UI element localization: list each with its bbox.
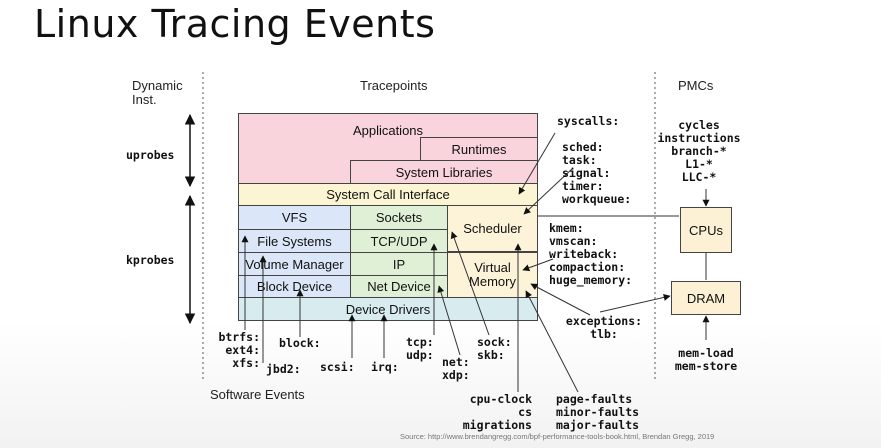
tracepoint-item: writeback: — [549, 247, 619, 261]
tracepoints-header: Tracepoints — [360, 78, 428, 93]
block-device-box: Block Device — [238, 275, 350, 298]
tlb-dram-arrow — [599, 293, 671, 313]
dynamic-inst-line: Dynamic — [132, 78, 183, 93]
software-event-item: page-faults — [556, 392, 633, 406]
tracepoint-item: huge_memory: — [549, 273, 633, 287]
tracepoint-item: compaction: — [549, 260, 626, 274]
sched-group-label: sched: task: signal: timer: workqueue: — [562, 141, 631, 206]
dynamic-inst-header: Dynamic Inst. — [132, 79, 183, 107]
tracepoint-item: ext4: — [225, 343, 260, 357]
software-events-header: Software Events — [210, 387, 305, 402]
tracepoint-item: sched: — [562, 140, 604, 154]
tcp-udp-box: TCP/UDP — [350, 229, 448, 252]
ip-box: IP — [350, 252, 448, 275]
pmc-item: mem-store — [674, 359, 738, 373]
tracepoint-item: xdp: — [442, 368, 470, 382]
slide-title: Linux Tracing Events — [34, 2, 436, 46]
virtual-memory-line: Memory — [469, 274, 516, 289]
software-event-item: major-faults — [556, 418, 640, 432]
virtual-memory-line: Virtual — [474, 260, 511, 275]
runtimes-box: Runtimes — [420, 137, 538, 160]
pmc-item: instructions — [657, 131, 741, 145]
scheduler-box: Scheduler — [448, 206, 538, 252]
software-events-right: page-faults minor-faults major-faults — [556, 393, 639, 432]
syscalls-label: syscalls: — [557, 114, 620, 128]
tracepoint-item: xfs: — [232, 356, 260, 370]
tracepoint-item: tlb: — [590, 327, 618, 341]
page-faults-arrow — [525, 290, 579, 393]
software-event-item: minor-faults — [556, 405, 640, 419]
tracepoint-item: udp: — [406, 348, 434, 362]
net-device-box: Net Device — [350, 275, 448, 298]
software-event-item: cpu-clock — [469, 392, 532, 406]
device-drivers-box: Device Drivers — [238, 298, 538, 321]
tracepoint-item: kmem: — [549, 221, 584, 235]
pmc-item: mem-load — [678, 346, 734, 360]
mm-group-label: kmem: vmscan: writeback: compaction: hug… — [549, 222, 632, 287]
mm-arrow — [522, 258, 554, 272]
system-libraries-box: System Libraries — [350, 160, 538, 183]
pmc-item: L1-* — [685, 157, 713, 171]
pmc-item: cycles — [678, 118, 720, 132]
sock-skb-arrow — [450, 231, 490, 336]
software-event-item: migrations — [462, 418, 532, 432]
vfs-box: VFS — [238, 206, 350, 229]
kprobes-label: kprobes — [126, 253, 175, 267]
net-xdp-arrow — [437, 285, 461, 356]
sched-arrow — [523, 167, 574, 215]
tracepoint-item: vmscan: — [549, 234, 598, 248]
exceptions-tlb-label: exceptions: tlb: — [552, 315, 656, 341]
sock-skb-label: sock: skb: — [477, 336, 512, 362]
tracepoint-item: workqueue: — [562, 192, 632, 206]
source-citation: Source: http://www.brendangregg.com/bpf-… — [400, 432, 715, 441]
volume-manager-box: Volume Manager — [238, 252, 350, 275]
sockets-box: Sockets — [350, 206, 448, 229]
virtual-memory-box: Virtual Memory — [448, 252, 538, 298]
system-call-interface-box: System Call Interface — [238, 183, 538, 206]
tracepoint-item: signal: — [562, 166, 611, 180]
tracepoint-item: timer: — [562, 179, 604, 193]
exceptions-arrow — [530, 283, 591, 316]
tracepoint-item: task: — [562, 153, 597, 167]
fs-group-label: btrfs: ext4: xfs: — [196, 331, 260, 370]
dynamic-inst-line: Inst. — [132, 92, 157, 107]
pmc-events-label: cycles instructions branch-* L1-* LLC-* — [644, 119, 754, 184]
tracepoint-item: sock: — [477, 335, 512, 349]
software-event-item: cs — [518, 405, 532, 419]
irq-label: irq: — [371, 360, 399, 374]
tracepoint-item: btrfs: — [218, 330, 260, 344]
uprobes-label: uprobes — [126, 148, 175, 162]
jbd2-label: jbd2: — [266, 362, 301, 376]
tracepoint-item: exceptions: — [565, 314, 643, 328]
tracepoint-item: skb: — [477, 348, 505, 362]
scsi-label: scsi: — [320, 360, 355, 374]
syscalls-arrow — [518, 132, 556, 195]
cpus-box: CPUs — [680, 207, 732, 253]
dram-box: DRAM — [671, 281, 741, 315]
file-systems-box: File Systems — [238, 229, 350, 252]
tcp-udp-label: tcp: udp: — [406, 336, 434, 362]
tracepoint-item: net: — [442, 355, 470, 369]
pmcs-header: PMCs — [678, 78, 714, 93]
pmc-item: branch-* — [671, 144, 727, 158]
tracepoint-item: tcp: — [406, 335, 434, 349]
pmc-mem-label: mem-load mem-store — [656, 347, 756, 373]
pmc-item: LLC-* — [681, 170, 717, 184]
software-events-left: cpu-clock cs migrations — [432, 393, 532, 432]
block-label: block: — [279, 336, 321, 350]
net-xdp-label: net: xdp: — [442, 356, 470, 382]
